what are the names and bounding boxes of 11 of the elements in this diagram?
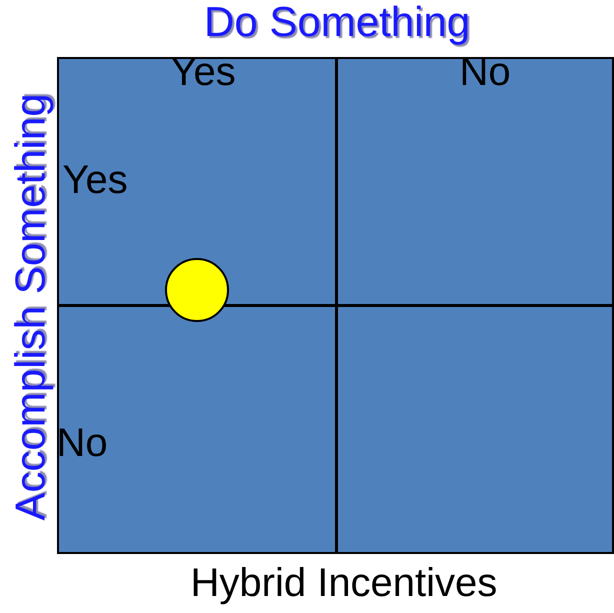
- quadrant-box: [336, 57, 614, 306]
- quadrant-box: [57, 57, 337, 306]
- column-heading: Yes: [170, 52, 236, 92]
- axis-title: Accomplish Something: [9, 93, 52, 521]
- axis-label: Hybrid Incentives: [190, 563, 498, 603]
- quadrant-box: [57, 305, 337, 554]
- column-heading: No: [460, 52, 511, 92]
- quadrant-box: [336, 305, 614, 554]
- row-heading: No: [56, 423, 108, 463]
- axis-title: Do Something: [204, 1, 470, 43]
- row-heading: Yes: [62, 160, 128, 200]
